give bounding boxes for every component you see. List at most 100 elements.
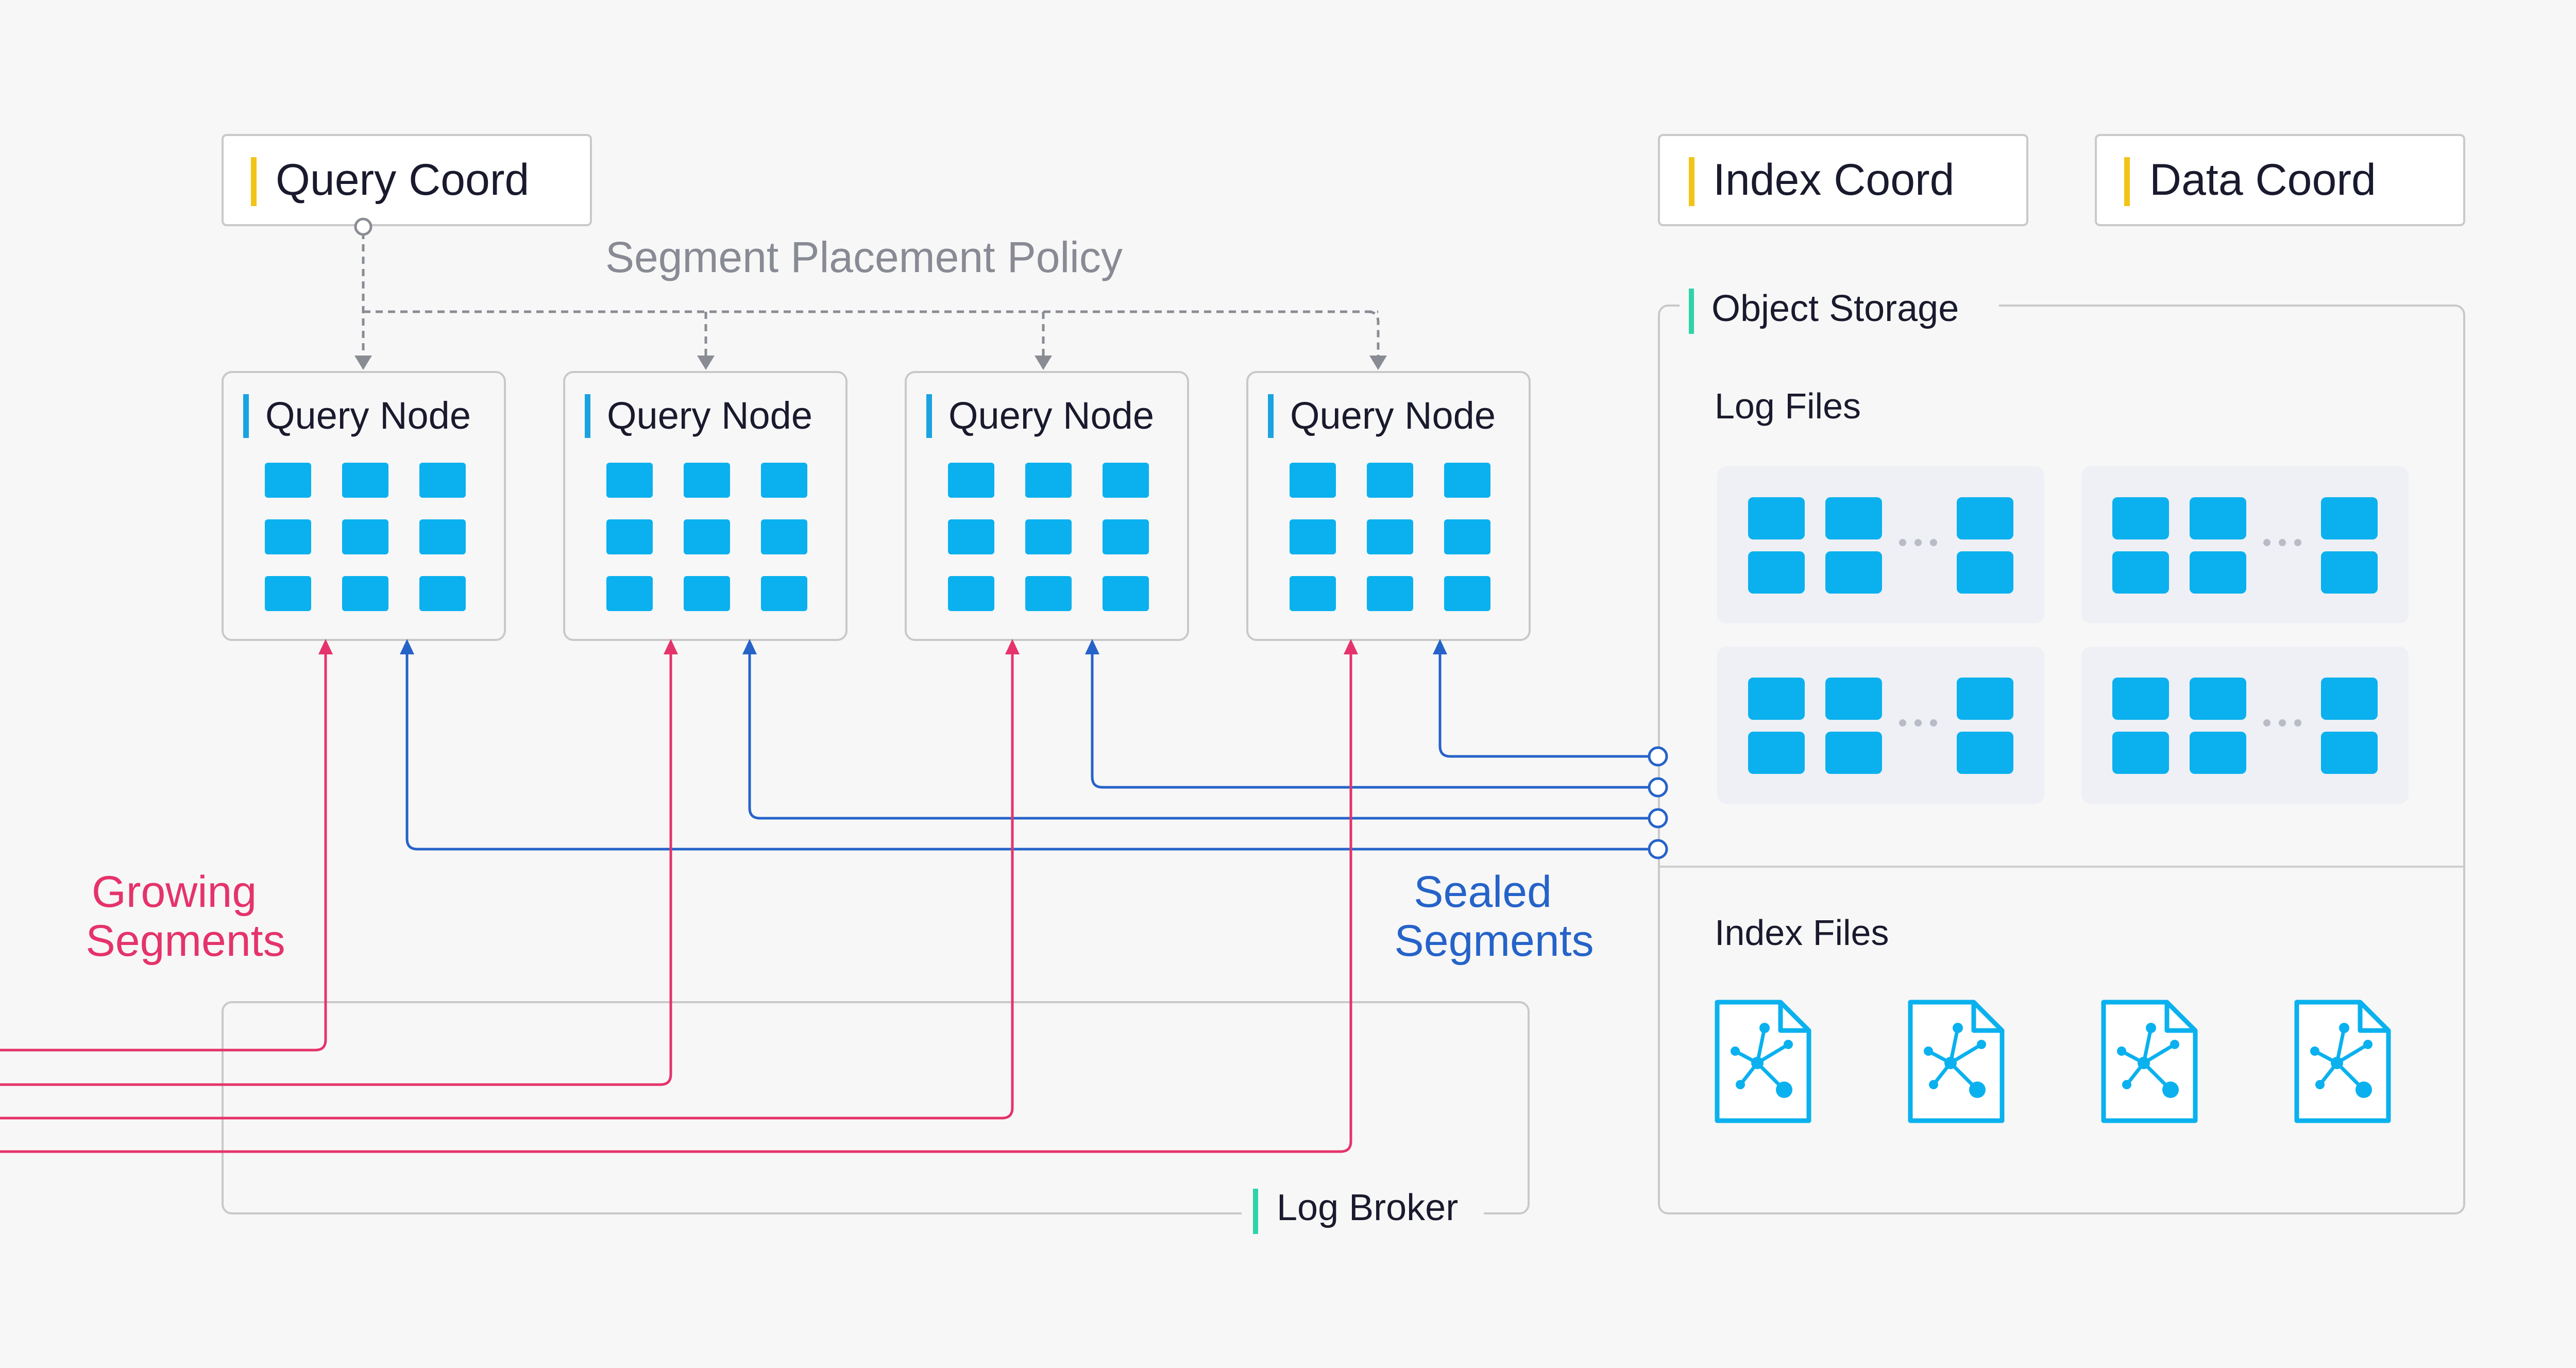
ellipsis-dot xyxy=(1914,719,1922,727)
sealed-segments-label: Sealed Segments xyxy=(1394,867,1594,966)
query-node-accent xyxy=(926,394,932,438)
object-storage-accent xyxy=(1689,289,1694,334)
ellipsis-dot xyxy=(2279,719,2286,727)
segment-block xyxy=(1025,519,1072,554)
placement-arrowheads xyxy=(354,356,1387,370)
placement-policy-connector xyxy=(362,232,1380,358)
query-node-accent xyxy=(1268,394,1274,438)
log-file-icon xyxy=(2112,551,2169,594)
log-file-icon xyxy=(1957,678,2013,720)
ellipsis-dot xyxy=(1914,539,1922,546)
query-node-label: Query Node xyxy=(607,394,812,437)
ellipsis-dot xyxy=(2294,539,2301,546)
log-file-icon xyxy=(1825,551,1882,594)
sealed-ports xyxy=(1648,746,1668,859)
log-file-icon xyxy=(2112,678,2169,720)
segment-block xyxy=(1103,519,1149,554)
query-coord-label: Query Coord xyxy=(276,155,529,205)
segment-block xyxy=(1290,576,1336,611)
log-file-icon xyxy=(1825,732,1882,774)
log-broker-box: Log Broker xyxy=(222,1001,1530,1242)
segment-block xyxy=(761,576,807,611)
placement-policy-label: Segment Placement Policy xyxy=(605,233,1123,281)
log-file-icon xyxy=(2321,551,2378,594)
index-file-icon xyxy=(1715,1000,1811,1123)
segment-block xyxy=(948,463,994,498)
log-file-group-4 xyxy=(2081,647,2409,804)
log-file-icon xyxy=(1825,678,1882,720)
ellipsis-dot xyxy=(2279,539,2286,546)
query-node-4[interactable]: Query Node xyxy=(1246,371,1531,641)
segment-block xyxy=(419,519,466,554)
segment-block xyxy=(342,463,388,498)
log-file-icon xyxy=(1957,497,2013,539)
log-file-icon xyxy=(1748,732,1805,774)
segment-block xyxy=(948,576,994,611)
growing-arrowheads xyxy=(318,639,1358,654)
segment-block xyxy=(1103,576,1149,611)
segment-block xyxy=(1290,463,1336,498)
log-file-icon xyxy=(2190,732,2246,774)
query-node-3[interactable]: Query Node xyxy=(905,371,1189,641)
index-file-icon xyxy=(1908,1000,2005,1123)
log-file-icon xyxy=(1748,678,1805,720)
segment-block xyxy=(948,519,994,554)
log-file-icon xyxy=(2321,678,2378,720)
query-nodes: Query Node Query Node Query Node Query Node xyxy=(222,371,1531,641)
query-node-label: Query Node xyxy=(1290,394,1496,437)
object-storage-box: Object Storage Log Files Index Files xyxy=(1658,286,2465,1214)
sealed-segment-lines xyxy=(405,649,1658,851)
segment-block xyxy=(1367,576,1413,611)
log-file-icon xyxy=(1957,732,2013,774)
segment-block xyxy=(606,519,653,554)
log-broker-accent xyxy=(1253,1189,1258,1234)
log-files-label: Log Files xyxy=(1715,386,1861,426)
log-file-icon xyxy=(2112,497,2169,539)
segment-block xyxy=(684,576,730,611)
query-node-label: Query Node xyxy=(265,394,471,437)
segment-block xyxy=(419,576,466,611)
segment-block xyxy=(761,519,807,554)
segment-block xyxy=(684,519,730,554)
segment-block xyxy=(1290,519,1336,554)
segment-block xyxy=(342,519,388,554)
query-coord-accent xyxy=(251,157,257,206)
index-files-label: Index Files xyxy=(1715,913,1889,953)
log-file-group-1 xyxy=(1717,466,2044,623)
log-file-icon xyxy=(1957,551,2013,594)
segment-block xyxy=(1103,463,1149,498)
index-coord-box[interactable]: Index Coord xyxy=(1658,134,2028,226)
segment-block xyxy=(419,463,466,498)
log-file-groups xyxy=(1717,466,2409,804)
segment-block xyxy=(265,576,311,611)
index-coord-accent xyxy=(1689,157,1694,206)
segment-block xyxy=(684,463,730,498)
log-file-icon xyxy=(2190,678,2246,720)
index-file-icon xyxy=(2101,1000,2198,1123)
segment-block xyxy=(342,576,388,611)
data-coord-label: Data Coord xyxy=(2149,155,2376,205)
log-file-icon xyxy=(2321,497,2378,539)
data-coord-box[interactable]: Data Coord xyxy=(2095,134,2465,226)
segment-block xyxy=(1025,463,1072,498)
query-coord-box[interactable]: Query Coord xyxy=(222,134,592,226)
query-node-1[interactable]: Query Node xyxy=(222,371,506,641)
query-node-2[interactable]: Query Node xyxy=(563,371,848,641)
index-file-icons xyxy=(1715,1000,2391,1123)
log-file-icon xyxy=(2190,551,2246,594)
log-file-group-3 xyxy=(1717,647,2044,804)
log-file-icon xyxy=(2112,732,2169,774)
log-file-group-2 xyxy=(2081,466,2409,623)
log-file-icon xyxy=(2190,497,2246,539)
segment-block xyxy=(1444,519,1490,554)
data-coord-accent xyxy=(2124,157,2130,206)
ellipsis-dot xyxy=(1930,719,1937,727)
segment-block xyxy=(265,519,311,554)
query-node-accent xyxy=(585,394,590,438)
sealed-arrowheads xyxy=(400,639,1447,654)
query-node-label: Query Node xyxy=(948,394,1154,437)
ellipsis-dot xyxy=(1899,539,1906,546)
segment-block xyxy=(606,463,653,498)
segment-block xyxy=(761,463,807,498)
